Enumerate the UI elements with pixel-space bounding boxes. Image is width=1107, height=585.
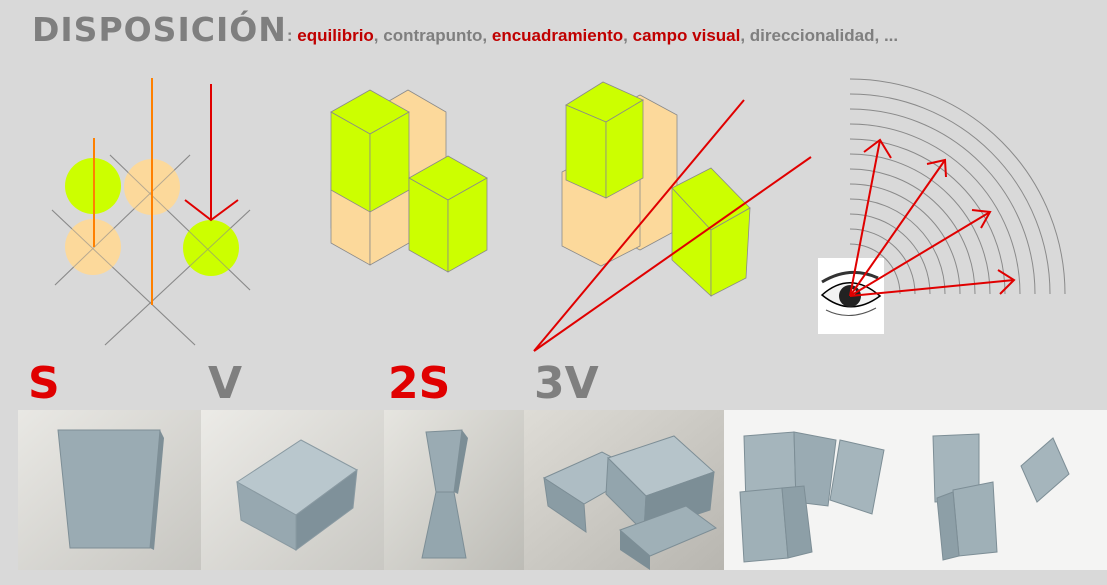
photo-three-boxes-pile bbox=[524, 410, 724, 570]
term-equilibrio: equilibrio bbox=[297, 26, 374, 45]
illustrations bbox=[51, 78, 1066, 352]
photo-two-boxes-stacked bbox=[384, 410, 524, 570]
page-title: DISPOSICIÓN bbox=[32, 10, 287, 49]
term-campo-visual: campo visual bbox=[632, 26, 741, 45]
visual-field bbox=[818, 78, 1066, 334]
term-direccionalidad: direccionalidad bbox=[749, 26, 875, 45]
letter-2s: 2S bbox=[388, 358, 451, 409]
stacked-cubes bbox=[330, 89, 488, 273]
photo-single-box-front bbox=[18, 410, 201, 570]
framing-cubes bbox=[561, 81, 751, 297]
framing-lines bbox=[533, 99, 812, 352]
photo-four-boxes-flat bbox=[724, 410, 917, 570]
photo-strip bbox=[18, 410, 1107, 570]
title-row: DISPOSICIÓN: equilibrio, contrapunto, en… bbox=[32, 10, 898, 49]
letter-v: V bbox=[208, 358, 243, 409]
term-contrapunto: contrapunto bbox=[383, 26, 483, 45]
title-terms: equilibrio, contrapunto, encuadramiento,… bbox=[297, 26, 899, 45]
balance-diagram bbox=[51, 78, 251, 346]
photo-three-boxes-spread bbox=[917, 410, 1107, 570]
term-encuadramiento: encuadramiento bbox=[491, 26, 624, 45]
term-ellipsis: ... bbox=[883, 26, 899, 45]
photo-single-box-angled bbox=[201, 410, 384, 570]
letter-3v: 3V bbox=[534, 358, 599, 409]
title-colon: : bbox=[286, 26, 293, 45]
letter-s: S bbox=[28, 358, 60, 409]
